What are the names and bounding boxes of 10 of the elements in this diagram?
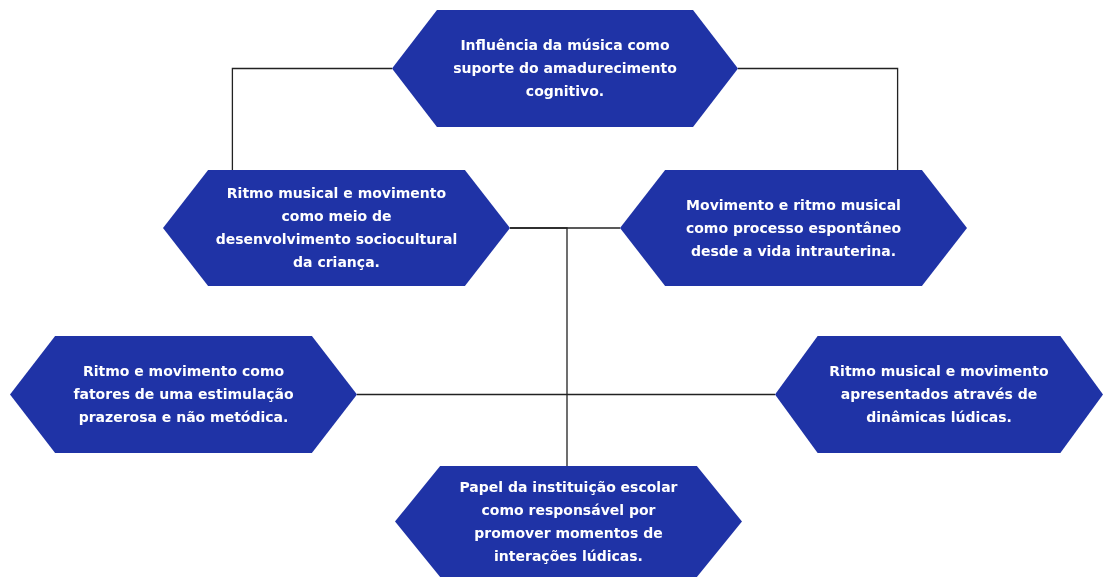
box-text: Papel da instituição escolar como responsável por promover momentos de interações lúdicas.: [458, 477, 679, 566]
connector-line: [737, 67, 899, 171]
connector-line: [509, 227, 568, 467]
connector-line: [231, 67, 393, 171]
box-text: Influência da música como suporte do amadurecimento cognitivo.: [452, 36, 678, 101]
box-text: Ritmo musical e movimento como meio de desenvolvimento sociocultural da criança.: [214, 184, 459, 272]
connector-line: [356, 393, 776, 396]
box-text: Movimento e ritmo musical como processo espontâneo desde a vida intrauterina.: [684, 195, 903, 261]
box-text: Ritmo musical e movimento apresentados através de dinâmicas lúdicas.: [828, 362, 1050, 427]
box-text: Ritmo e movimento como fatores de uma estimulação prazerosa e não metódica.: [72, 362, 295, 427]
